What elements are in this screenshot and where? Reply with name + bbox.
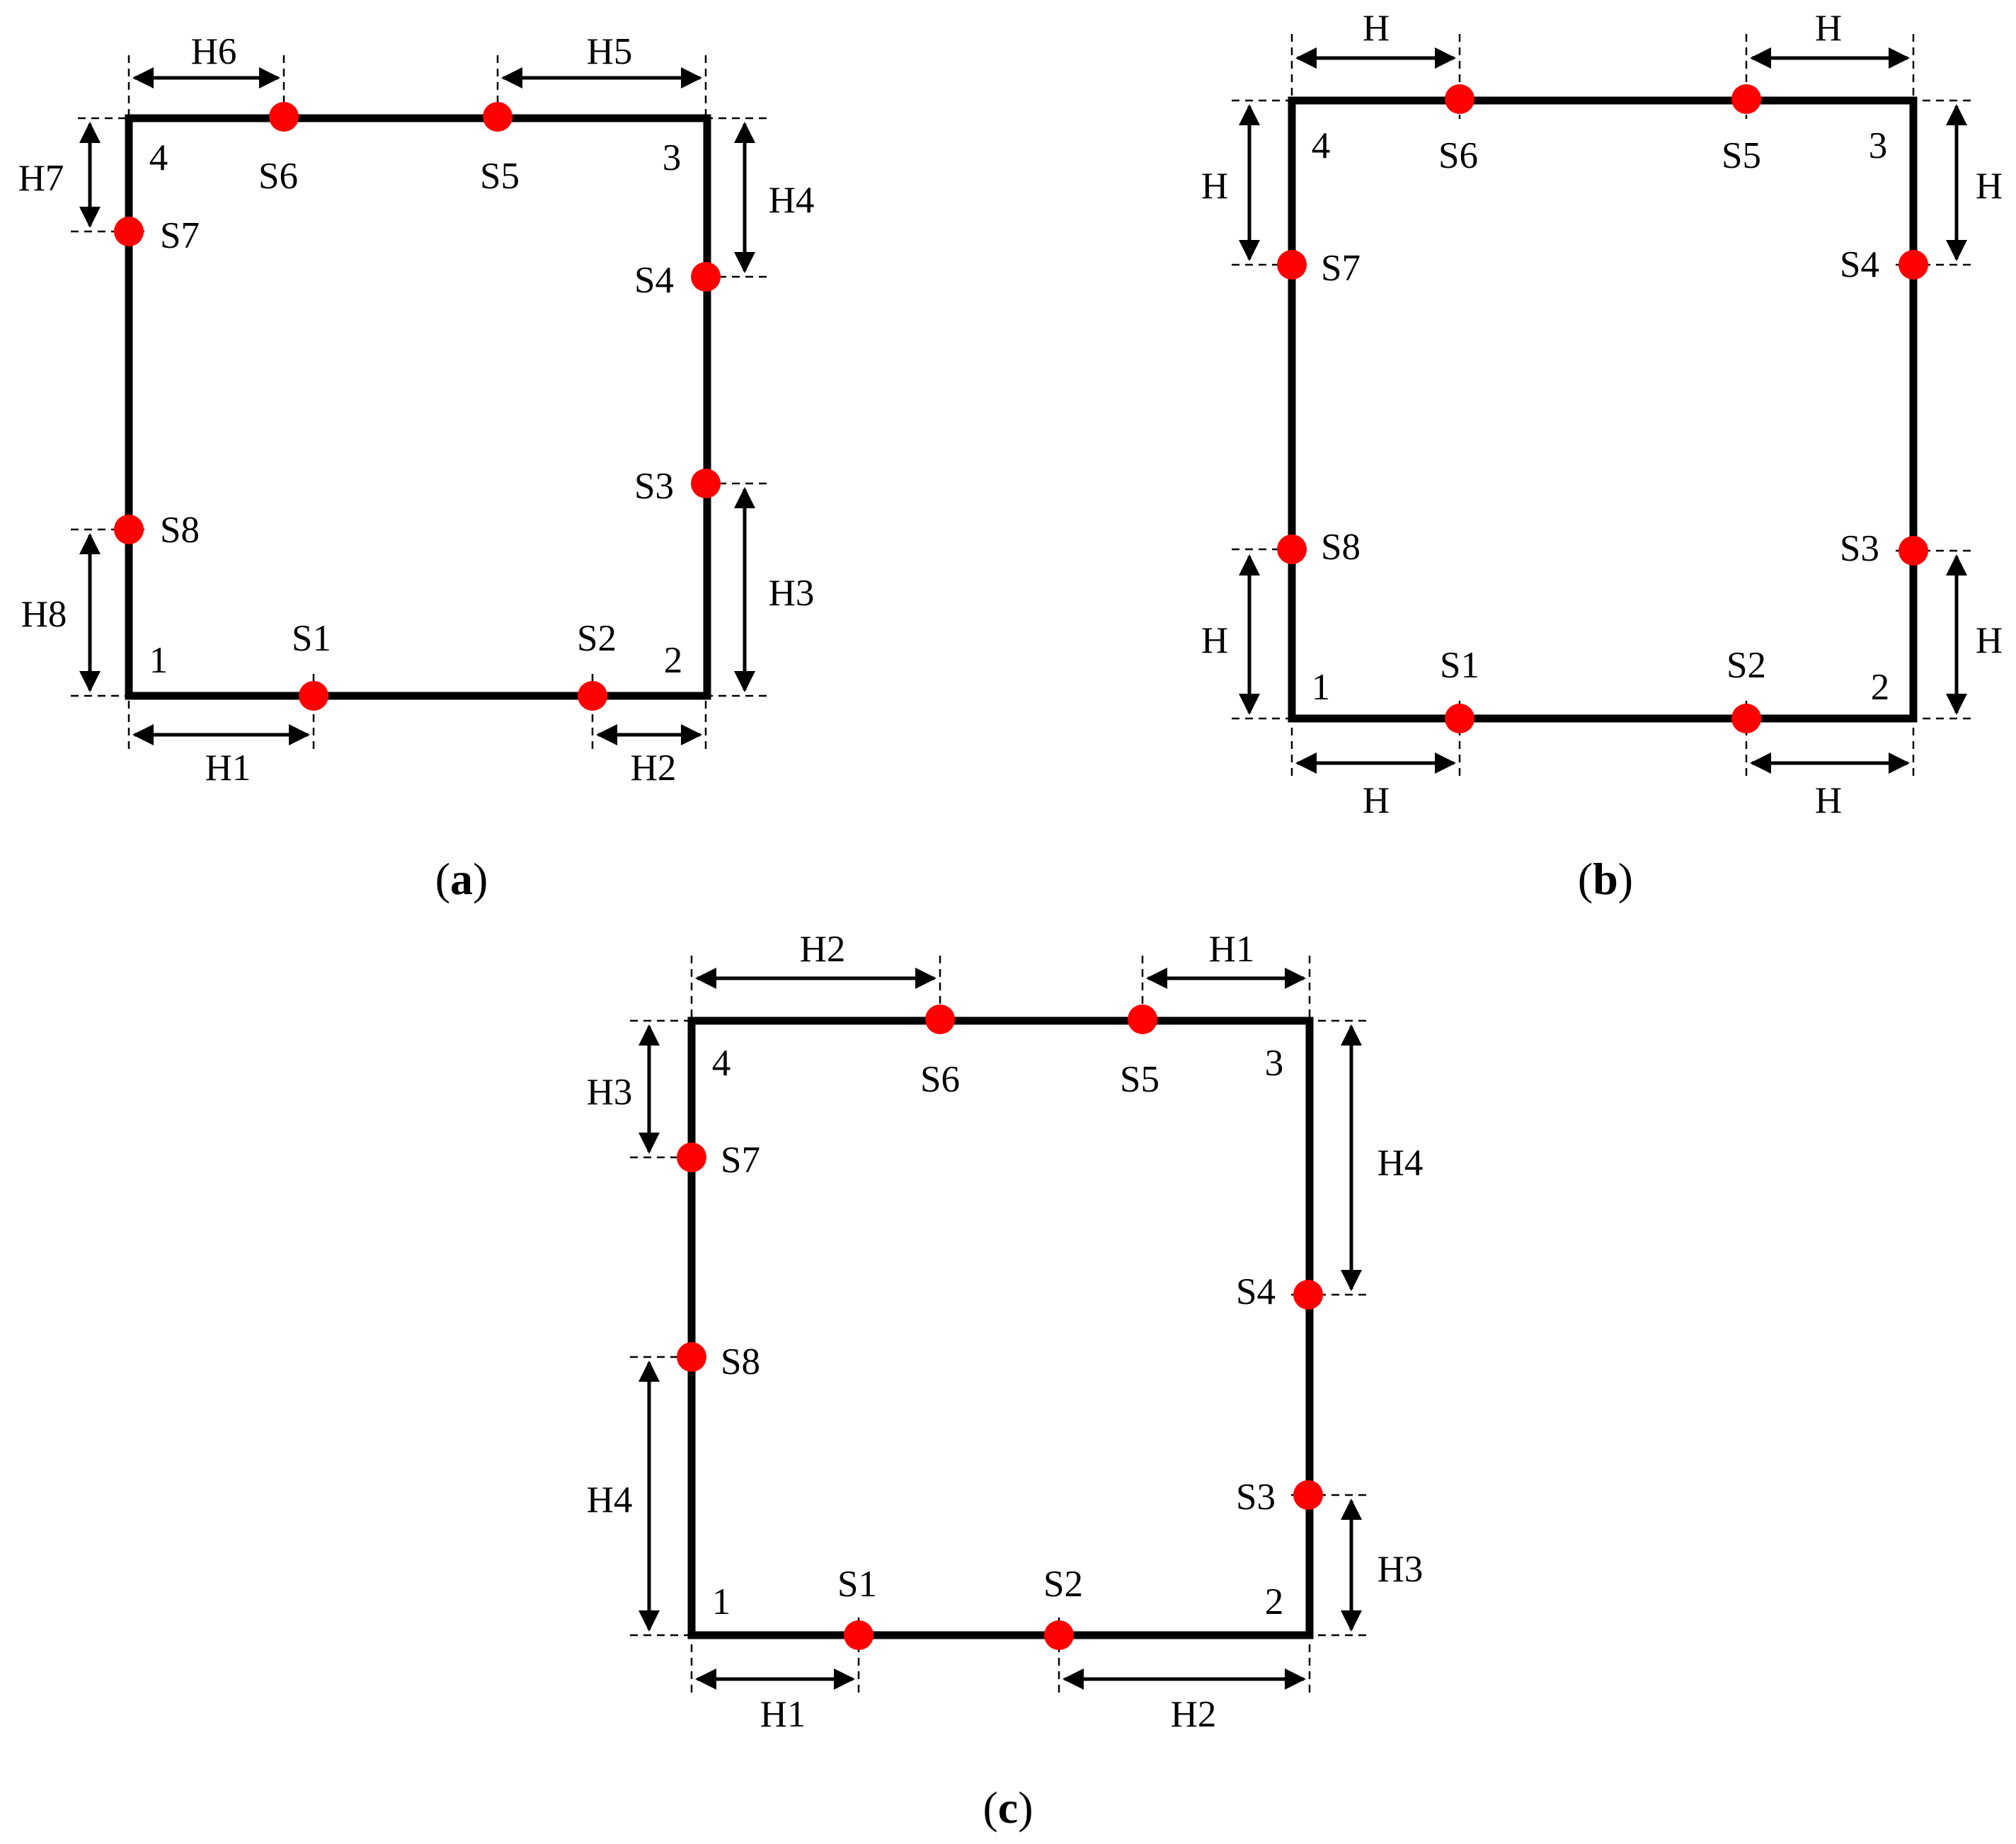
sensor-marker — [1898, 536, 1928, 566]
dimension-label: H4 — [769, 180, 815, 221]
corner-label: 4 — [1312, 125, 1331, 166]
sensor-marker — [1445, 704, 1474, 733]
panel-caption: (a) — [435, 854, 488, 904]
sensor-label: S2 — [1726, 645, 1766, 686]
sensor-label: S8 — [721, 1341, 760, 1382]
dimension-label: H3 — [587, 1072, 633, 1113]
sensor-marker — [114, 515, 144, 544]
sensor-label: S3 — [634, 466, 674, 507]
panel-caption: (c) — [983, 1782, 1033, 1833]
dimension-label: H1 — [1209, 929, 1255, 970]
sensor-label: S4 — [634, 260, 674, 301]
sensor-label: S2 — [577, 618, 617, 659]
dimension-label: H6 — [191, 31, 237, 72]
sensor-marker — [483, 102, 512, 132]
sensor-label: S4 — [1236, 1271, 1276, 1312]
sensor-label: S3 — [1840, 528, 1879, 569]
sensor-marker — [691, 262, 721, 292]
sensor-marker — [1898, 250, 1928, 280]
dimension-label: H3 — [769, 573, 815, 614]
sensor-marker — [1128, 1004, 1157, 1034]
corner-label: 1 — [149, 640, 168, 681]
corner-label: 4 — [712, 1043, 731, 1084]
sensor-marker — [1044, 1620, 1074, 1650]
dimension-label: H — [1976, 620, 2003, 661]
dimension-label: H5 — [587, 31, 633, 72]
sensor-marker — [1293, 1480, 1323, 1510]
dimension-label: H2 — [1171, 1694, 1217, 1735]
corner-label: 2 — [1265, 1581, 1284, 1622]
frame-outline — [1288, 96, 1918, 723]
sensor-marker — [269, 102, 299, 132]
sensor-label: S8 — [160, 510, 200, 551]
sensor-marker — [677, 1342, 706, 1372]
panel-caption-letter: c — [998, 1782, 1018, 1833]
dimension-label: H2 — [631, 748, 677, 789]
sensor-marker — [1445, 84, 1474, 114]
sensor-marker — [578, 681, 607, 711]
dimension-label: H — [1201, 166, 1228, 207]
dimension-label: H — [1815, 8, 1842, 49]
sensor-label: S5 — [1120, 1059, 1159, 1100]
sensor-marker — [1277, 250, 1307, 280]
sensor-marker — [1731, 84, 1761, 114]
dimension-label: H2 — [800, 929, 846, 970]
sensor-label: S7 — [160, 215, 200, 256]
dimension-label: H — [1363, 780, 1390, 821]
sensor-label: S7 — [721, 1140, 760, 1181]
corner-label: 1 — [712, 1581, 731, 1622]
dimension-label: H — [1201, 620, 1228, 661]
dimension-label: H4 — [587, 1479, 633, 1521]
dimension-label: H4 — [1378, 1143, 1424, 1184]
frame-outline — [125, 114, 711, 700]
sensor-marker — [1277, 534, 1307, 564]
dimension-label: H — [1976, 166, 2003, 207]
sensor-marker — [925, 1004, 955, 1034]
dimension-label: H1 — [205, 748, 251, 789]
sensor-label: S7 — [1321, 248, 1361, 289]
corner-label: 2 — [664, 640, 683, 681]
sensor-marker — [1731, 704, 1761, 733]
dimension-label: H — [1363, 8, 1390, 49]
panel-caption-letter: a — [450, 854, 473, 904]
sensor-label: S1 — [837, 1564, 877, 1605]
frame-outline — [687, 1017, 1314, 1639]
sensor-label: S5 — [480, 156, 520, 197]
corner-label: 3 — [1265, 1043, 1284, 1084]
sensor-label: S6 — [258, 156, 298, 197]
sensor-marker — [114, 217, 144, 246]
corner-label: 4 — [149, 137, 168, 178]
panel-caption: (b) — [1578, 854, 1633, 904]
sensor-marker — [299, 681, 328, 711]
panel-caption-letter: b — [1593, 854, 1618, 904]
sensor-marker — [844, 1620, 874, 1650]
sensor-label: S1 — [292, 618, 331, 659]
sensor-marker — [691, 469, 721, 498]
dimension-label: H7 — [18, 158, 64, 199]
sensor-label: S8 — [1321, 527, 1361, 568]
sensor-label: S1 — [1440, 645, 1479, 686]
corner-label: 2 — [1871, 667, 1890, 708]
sensor-label: S5 — [1722, 135, 1761, 176]
dimension-label: H3 — [1378, 1549, 1424, 1590]
sensor-label: S6 — [1438, 135, 1478, 176]
dimension-label: H — [1815, 780, 1842, 821]
dimension-label: H8 — [21, 594, 67, 635]
sensor-label: S3 — [1236, 1477, 1276, 1518]
corner-label: 3 — [1869, 125, 1888, 166]
sensor-marker — [677, 1143, 706, 1172]
sensor-label: S2 — [1043, 1564, 1083, 1605]
sensor-label: S6 — [920, 1059, 960, 1100]
corner-label: 3 — [663, 137, 682, 178]
corner-label: 1 — [1312, 667, 1331, 708]
sensor-label: S4 — [1840, 244, 1879, 285]
sensor-marker — [1293, 1280, 1323, 1310]
dimension-label: H1 — [760, 1694, 806, 1735]
